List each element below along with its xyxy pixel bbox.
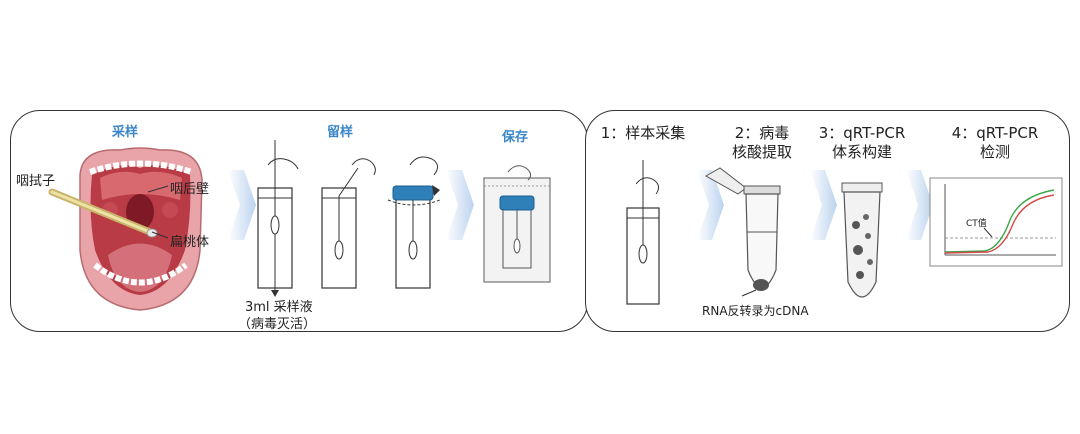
- arrow-chevron-2: [446, 170, 474, 240]
- sampling-tube-2: [321, 158, 376, 289]
- step-4-title: 4：qRT-PCR 检测: [951, 124, 1039, 161]
- step-1-title: 1：样本采集: [600, 124, 686, 142]
- pcr-tube: [841, 182, 883, 298]
- label-swab: 咽拭子: [16, 174, 56, 189]
- ct-value-label: CT值: [966, 219, 987, 229]
- arrow-chevron-5: [906, 170, 933, 240]
- sampling-tube-3-capped: [387, 156, 441, 289]
- label-pharynx-wall: 咽后壁: [170, 182, 210, 197]
- arrow-chevron-4: [810, 170, 837, 240]
- section-title-sampling: 采样: [111, 125, 139, 140]
- open-mouth-illustration: [79, 147, 203, 311]
- step-2-title: 2：病毒 核酸提取: [731, 124, 793, 161]
- tube-note-volume: 3ml 采样液: [245, 300, 313, 315]
- section-title-retention: 留样: [326, 125, 354, 140]
- arrow-chevron-3: [697, 170, 724, 240]
- label-tonsil: 扁桃体: [170, 235, 210, 250]
- collection-tube: [626, 160, 660, 305]
- extraction-tube: [704, 167, 781, 297]
- tube-note-inactivation: （病毒灭活）: [238, 317, 317, 332]
- sampling-tube-1: [257, 140, 299, 297]
- throat-swab: [48, 188, 158, 238]
- step-3-title: 3：qRT-PCR 体系构建: [818, 124, 906, 161]
- amplification-plot: [929, 177, 1063, 267]
- rna-note: RNA反转录为cDNA: [702, 304, 809, 318]
- section-title-preservation: 保存: [501, 130, 529, 145]
- sealed-specimen-bag: [483, 165, 551, 283]
- arrow-chevron-1: [228, 170, 256, 240]
